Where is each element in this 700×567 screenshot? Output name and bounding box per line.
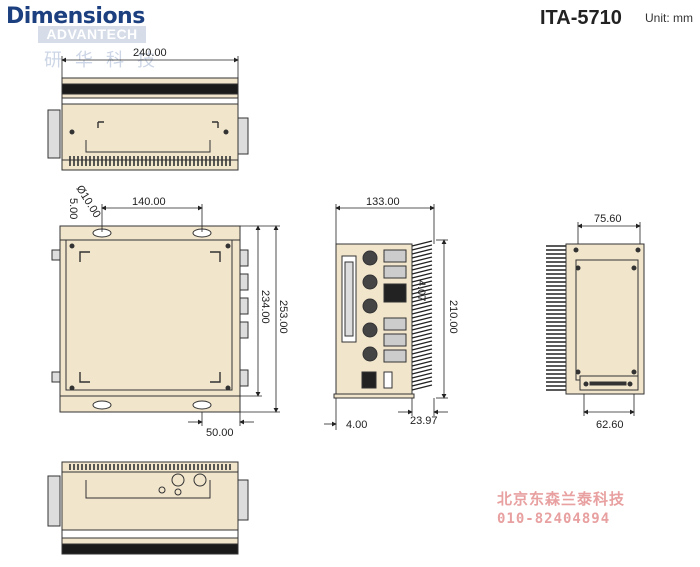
detail-line (411, 332, 433, 339)
detail-line (411, 292, 433, 299)
detail-line (411, 372, 433, 379)
reseller-name: 北京东森兰泰科技 (497, 490, 626, 508)
dim-rear (577, 222, 641, 416)
detail-line (411, 376, 433, 383)
rear-view (546, 243, 645, 395)
detail-line (411, 360, 433, 367)
reseller-phone: 010-82404894 (497, 511, 611, 527)
dim-hole-spacing-label: 140.00 (132, 196, 166, 208)
advantech-logo: ADVANTECH (38, 26, 146, 43)
detail-line (411, 300, 433, 307)
dim-top-width-label: 240.00 (133, 47, 167, 59)
detail-line (411, 248, 433, 255)
model-name: ITA-5710 (540, 7, 622, 29)
dim-rear-top-label: 75.60 (594, 213, 622, 225)
detail-line (411, 336, 433, 343)
page-title: Dimensions (6, 4, 145, 29)
detail-line (411, 356, 433, 363)
detail-line (411, 268, 433, 275)
dim-foot-label: 4.00 (346, 419, 367, 431)
front-view (51, 225, 249, 413)
dim-fin-depth-label: 23.97 (410, 415, 438, 427)
detail-line (411, 316, 433, 323)
detail-line (411, 276, 433, 283)
dim-side (324, 204, 448, 430)
dim-height-label: 210.00 (447, 300, 459, 334)
detail-line (411, 284, 433, 291)
dim-top-width (61, 56, 239, 78)
unit-label: Unit: mm (645, 11, 693, 25)
detail-line (411, 288, 433, 295)
detail-line (411, 340, 433, 347)
detail-line (411, 296, 433, 303)
detail-line (411, 344, 433, 351)
detail-line (411, 240, 433, 247)
detail-line (411, 244, 433, 251)
dim-body-depth-label: 234.00 (259, 290, 271, 324)
side-view (333, 240, 433, 399)
detail-line (411, 364, 433, 371)
detail-line (411, 304, 433, 311)
detail-line (411, 280, 433, 287)
dim-rear-bottom-label: 62.60 (596, 419, 624, 431)
dim-overall-depth-label: 253.00 (277, 300, 289, 334)
detail-line (411, 348, 433, 355)
detail-line (411, 320, 433, 327)
detail-line (411, 308, 433, 315)
detail-line (411, 256, 433, 263)
detail-line (411, 380, 433, 387)
detail-line (411, 312, 433, 319)
dim-side-width-label: 133.00 (366, 196, 400, 208)
detail-line (411, 352, 433, 359)
detail-line (411, 264, 433, 271)
detail-line (411, 368, 433, 375)
dim-bracket-offset-label: 50.00 (206, 427, 234, 439)
detail-line (411, 252, 433, 259)
dim-hole-offset-label: 5.00 (67, 198, 79, 219)
bottom-view (47, 461, 249, 555)
detail-line (411, 328, 433, 335)
dim-front (101, 204, 280, 426)
detail-line (411, 272, 433, 279)
detail-line (411, 384, 433, 391)
dim-port-offset-label: 4.07 (415, 280, 427, 301)
detail-line (411, 324, 433, 331)
detail-line (411, 260, 433, 267)
top-view (47, 77, 249, 171)
